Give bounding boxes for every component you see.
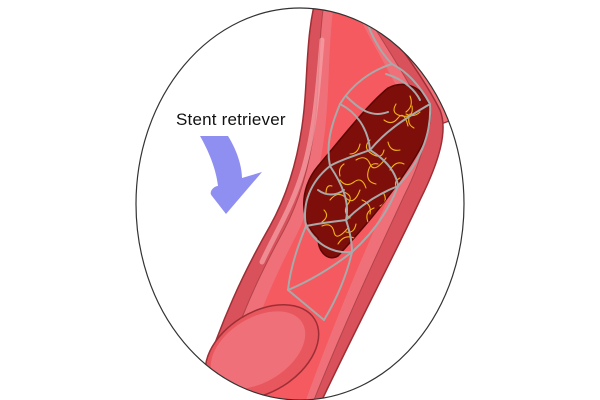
stent-mesh: [287, 8, 432, 321]
vessel-highlight: [259, 37, 325, 265]
diagram-frame: [135, 7, 465, 400]
curved-down-arrow-icon: [200, 136, 262, 214]
vessel-cross-section: [204, 304, 320, 400]
stent-retriever-label: Stent retriever: [176, 110, 286, 129]
